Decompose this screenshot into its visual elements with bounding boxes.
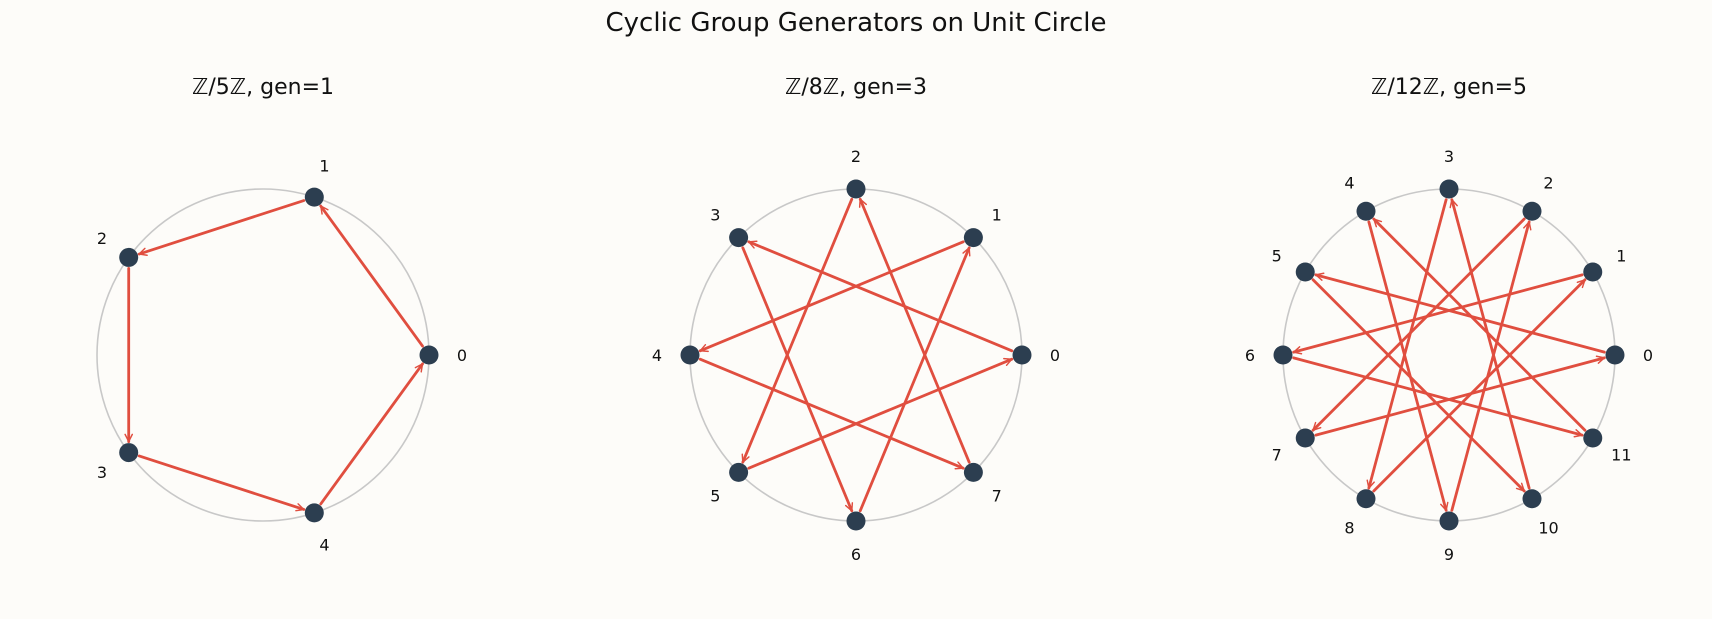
node-2 <box>846 179 866 199</box>
edge-arrow-4-to-0 <box>319 362 424 506</box>
node-label-4: 4 <box>319 535 329 554</box>
node-label-0: 0 <box>1643 346 1653 365</box>
edge-arrow-4-to-9 <box>1367 220 1449 512</box>
edge-arrow-3-to-6 <box>741 246 854 513</box>
node-2 <box>1522 201 1542 221</box>
edge-arrow-11-to-4 <box>1372 217 1587 432</box>
node-5 <box>729 462 749 482</box>
edge-arrow-9-to-2 <box>1450 220 1532 512</box>
node-label-2: 2 <box>97 229 107 248</box>
node-label-7: 7 <box>992 487 1002 506</box>
node-2 <box>119 247 139 267</box>
node-label-1: 1 <box>992 205 1002 224</box>
node-label-4: 4 <box>1344 174 1354 193</box>
edge-arrow-4-to-7 <box>698 357 965 470</box>
node-label-2: 2 <box>851 147 861 166</box>
panel-1: ℤ/5ℤ, gen=1 0 1 2 3 4 <box>96 75 467 554</box>
edge-arrow-10-to-3 <box>1449 198 1531 490</box>
node-label-4: 4 <box>652 346 662 365</box>
node-1 <box>1583 262 1603 282</box>
edge-arrow-3-to-8 <box>1366 198 1448 490</box>
node-label-6: 6 <box>851 545 861 564</box>
edge-arrow-5-to-0 <box>747 357 1014 470</box>
node-8 <box>1356 489 1376 509</box>
edge-arrow-0-to-1 <box>319 204 424 348</box>
node-1 <box>963 228 983 248</box>
edge-arrow-2-to-5 <box>741 197 854 464</box>
node-label-11: 11 <box>1611 446 1631 465</box>
node-label-1: 1 <box>1616 247 1626 266</box>
node-6 <box>846 511 866 531</box>
node-label-10: 10 <box>1538 518 1558 537</box>
node-9 <box>1439 511 1459 531</box>
panel-2: ℤ/8ℤ, gen=3 0 1 2 3 4 5 6 7 <box>652 75 1060 564</box>
node-label-6: 6 <box>1245 346 1255 365</box>
edge-arrow-7-to-2 <box>858 197 971 464</box>
node-label-7: 7 <box>1272 446 1282 465</box>
node-3 <box>1439 179 1459 199</box>
edge-arrow-6-to-1 <box>858 246 971 513</box>
edge-arrow-0-to-3 <box>747 240 1014 353</box>
node-label-9: 9 <box>1444 545 1454 564</box>
panel-3: ℤ/12ℤ, gen=5 0 1 2 3 4 5 6 7 8 9 10 11 <box>1245 75 1653 564</box>
node-label-3: 3 <box>97 463 107 482</box>
node-7 <box>1295 428 1315 448</box>
node-1 <box>304 187 324 207</box>
edge-arrow-5-to-10 <box>1311 278 1526 493</box>
unit-circle <box>96 188 430 522</box>
edge-arrow-1-to-6 <box>1292 273 1584 355</box>
panel-title: ℤ/12ℤ, gen=5 <box>1371 75 1527 100</box>
node-11 <box>1583 428 1603 448</box>
node-label-1: 1 <box>319 157 329 176</box>
node-7 <box>963 462 983 482</box>
node-5 <box>1295 262 1315 282</box>
node-label-8: 8 <box>1344 518 1354 537</box>
figure-title: Cyclic Group Generators on Unit Circle <box>605 8 1107 38</box>
node-3 <box>729 228 749 248</box>
panel-title: ℤ/5ℤ, gen=1 <box>192 75 334 100</box>
node-3 <box>119 443 139 463</box>
node-label-5: 5 <box>710 487 720 506</box>
node-0 <box>1605 345 1625 365</box>
node-label-3: 3 <box>1444 147 1454 166</box>
node-4 <box>1356 201 1376 221</box>
node-4 <box>304 503 324 523</box>
node-label-0: 0 <box>1050 346 1060 365</box>
node-label-0: 0 <box>457 346 467 365</box>
edge-arrow-2-to-7 <box>1311 217 1526 432</box>
edge-arrow-0-to-5 <box>1314 272 1606 354</box>
edge-arrow-1-to-4 <box>698 240 965 353</box>
node-label-5: 5 <box>1272 247 1282 266</box>
node-label-2: 2 <box>1543 174 1553 193</box>
node-0 <box>1012 345 1032 365</box>
node-6 <box>1273 345 1293 365</box>
node-label-3: 3 <box>710 205 720 224</box>
edge-arrow-1-to-2 <box>137 199 306 256</box>
edge-arrow-7-to-0 <box>1314 355 1606 437</box>
panel-title: ℤ/8ℤ, gen=3 <box>785 75 927 100</box>
node-10 <box>1522 489 1542 509</box>
edge-arrow-6-to-11 <box>1292 356 1584 438</box>
edge-arrow-8-to-1 <box>1372 278 1587 493</box>
unit-circle <box>1282 188 1616 522</box>
node-4 <box>680 345 700 365</box>
edge-arrow-3-to-4 <box>137 454 306 512</box>
node-0 <box>419 345 439 365</box>
